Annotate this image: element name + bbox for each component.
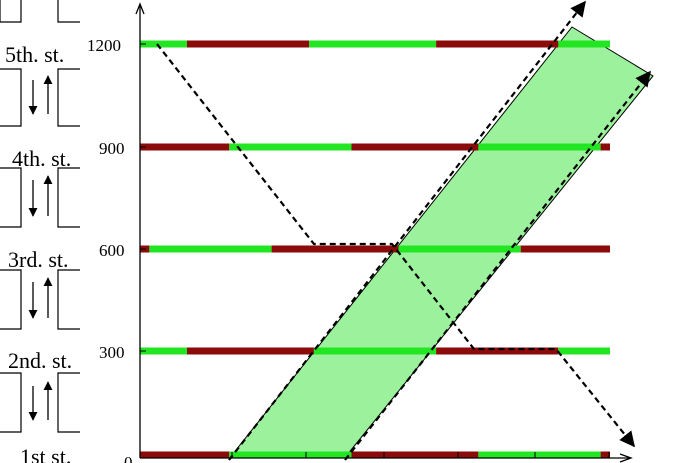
street-label-1st: 1st st. — [20, 444, 71, 463]
direction-arrows — [28, 75, 53, 421]
street-label-5th: 5th. st. — [5, 42, 64, 67]
ytick-300: 300 — [99, 343, 125, 362]
ytick-600: 600 — [99, 241, 125, 260]
northbound-trajectory-lead — [228, 0, 586, 461]
lane-sketches — [0, 0, 80, 433]
street-label-3rd: 3rd. st. — [8, 247, 69, 272]
ytick-900: 900 — [99, 139, 125, 158]
ytick-0: 0 — [124, 453, 133, 463]
southbound-trajectory — [156, 43, 635, 448]
northbound-trajectory-trail — [344, 70, 651, 461]
street-label-2nd: 2nd. st. — [8, 348, 72, 373]
street-label-4th: 4th. st. — [12, 146, 71, 171]
ytick-1200: 1200 — [87, 36, 121, 55]
y-axis-ticks — [140, 43, 146, 352]
